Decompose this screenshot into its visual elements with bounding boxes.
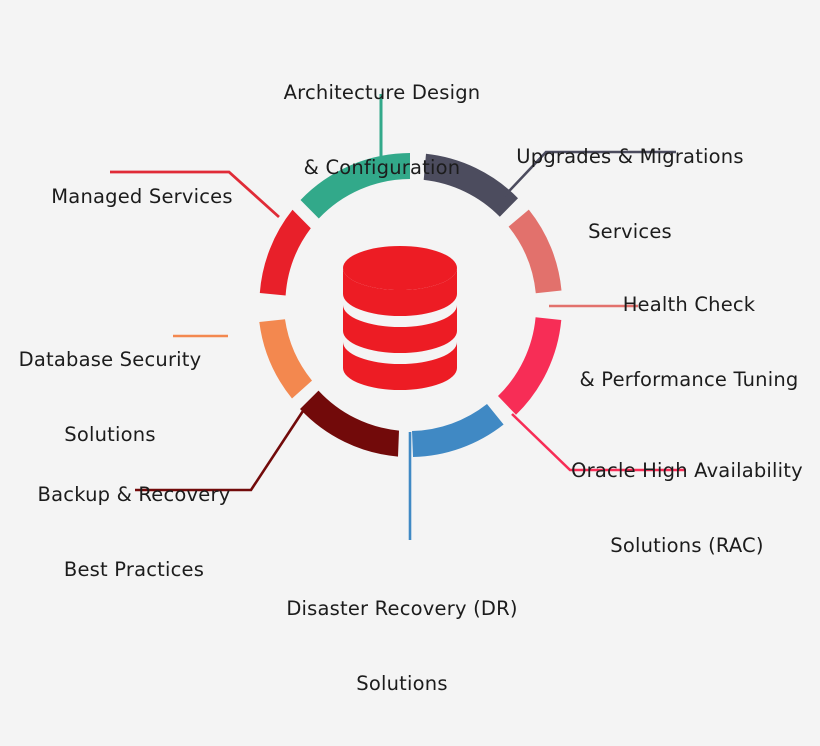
label-line-1: Health Check: [622, 293, 756, 316]
label-line-1: Managed Services: [51, 185, 233, 208]
label-upgrades-migrations: Upgrades & Migrations Services: [470, 94, 790, 294]
leader-upgrades: [494, 150, 676, 207]
label-line-2: Solutions (RAC): [610, 534, 764, 557]
label-line-1: Backup & Recovery: [37, 483, 231, 506]
label-line-1: Oracle High Availability: [571, 459, 803, 482]
label-architecture-design: Architecture Design & Configuration: [232, 30, 532, 230]
label-database-security: Database Security Solutions: [2, 297, 218, 497]
leader-backup-recovery: [135, 410, 305, 492]
segment-oracle-ha[interactable]: [498, 317, 562, 415]
segment-disaster-recovery[interactable]: [412, 404, 504, 457]
label-line-2: Best Practices: [63, 558, 205, 581]
label-line-2: Solutions: [64, 423, 156, 446]
label-disaster-recovery: Disaster Recovery (DR) Solutions: [252, 546, 552, 746]
label-line-2: Services: [588, 220, 672, 243]
label-line-1: Database Security: [18, 348, 202, 371]
label-managed-services: Managed Services: [22, 134, 262, 259]
segment-database-security[interactable]: [259, 319, 312, 399]
database-cylinder-icon: [343, 246, 457, 390]
leader-oracle-ha: [511, 413, 686, 472]
label-backup-recovery: Backup & Recovery Best Practices: [10, 432, 258, 632]
segment-backup-recovery[interactable]: [300, 390, 399, 457]
segment-health-check[interactable]: [508, 209, 562, 294]
label-line-2: & Performance Tuning: [579, 368, 799, 391]
services-wheel-diagram: Architecture Design & Configuration Upgr…: [2, 30, 818, 695]
leader-managed-services: [110, 170, 280, 219]
label-line-1: Upgrades & Migrations: [516, 145, 744, 168]
label-line-1: Disaster Recovery (DR): [286, 597, 518, 620]
label-oracle-high-availability: Oracle High Availability Solutions (RAC): [556, 408, 818, 608]
segment-managed-services[interactable]: [259, 209, 311, 296]
label-line-2: Solutions: [356, 672, 448, 695]
segment-architecture[interactable]: [300, 153, 411, 219]
label-line-1: Architecture Design: [283, 81, 481, 104]
label-health-check: Health Check & Performance Tuning: [560, 242, 818, 442]
segment-upgrades[interactable]: [423, 153, 518, 217]
label-line-2: & Configuration: [303, 156, 461, 179]
wheel-graphic: [110, 94, 686, 540]
